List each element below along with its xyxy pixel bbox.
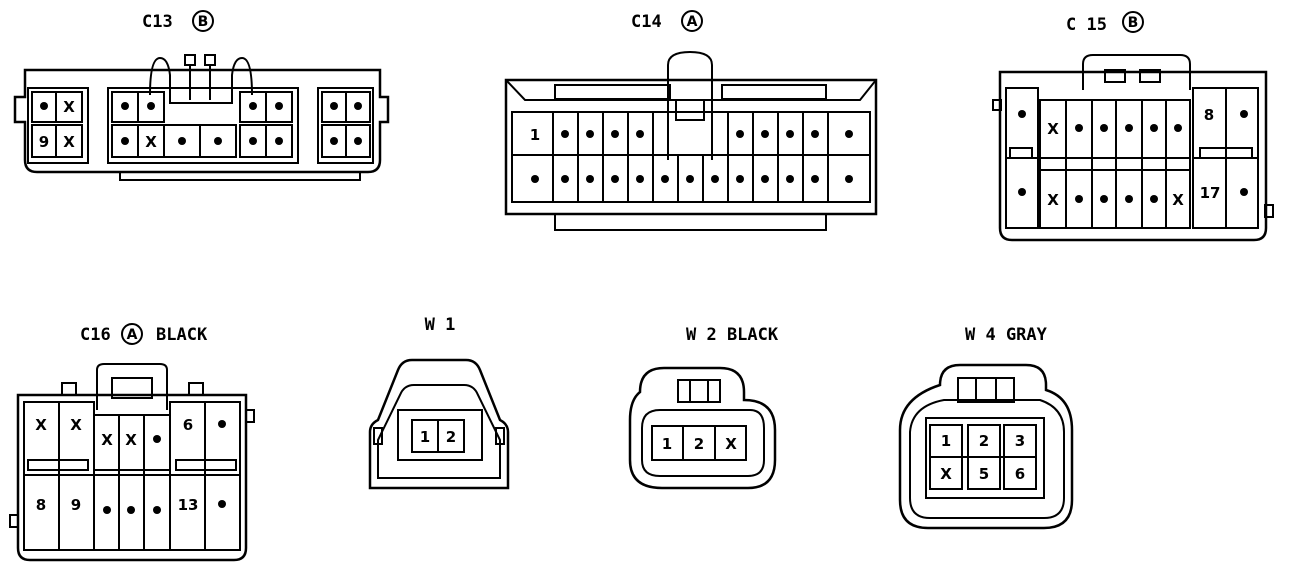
c14-pin-grid [511, 111, 871, 203]
c13-circle-letter: B [198, 14, 209, 30]
w2-label: W 2 BLACK [686, 325, 779, 345]
w2-pin-1: 1 [662, 435, 672, 453]
c15-pin-8: 8 [1204, 106, 1214, 124]
c16-label: C16 [80, 325, 111, 345]
c13-pin-9: 9 [39, 133, 49, 151]
w4-pin-6: 6 [1015, 465, 1025, 483]
c14-circle-letter: A [687, 14, 698, 30]
connector-w4: W 4 GRAY 1 2 3 X 5 6 [898, 325, 1074, 530]
w1-label: W 1 [425, 315, 456, 335]
w4-pin-2: 2 [979, 432, 989, 450]
c16-pin-13: 13 [178, 496, 199, 514]
c16-pin-8: 8 [36, 496, 46, 514]
connector-w2: W 2 BLACK 1 2 X [628, 325, 779, 490]
w1-pin-1: 1 [420, 428, 430, 446]
c13-circle-icon [192, 10, 214, 32]
connector-c15: C 15 B X 8 X X 17 [992, 11, 1274, 242]
c16-circle-letter: A [127, 327, 138, 343]
w4-pin-3: 3 [1015, 432, 1025, 450]
svg-text:X: X [35, 416, 47, 434]
c14-body [504, 78, 878, 216]
w4-body [898, 363, 1074, 530]
c14-pin-1: 1 [530, 126, 540, 144]
w2-pin-3: X [725, 435, 737, 453]
c15-body [998, 70, 1268, 242]
svg-text:X: X [70, 416, 82, 434]
c16-pin-9: 9 [71, 496, 81, 514]
w1-body [368, 358, 510, 490]
svg-text:X: X [1172, 191, 1184, 209]
w2-body [628, 366, 777, 490]
c14-label: C14 [631, 12, 662, 32]
c16-circle-icon [121, 323, 143, 345]
connector-c13: C13 B X 9 X X [13, 10, 390, 181]
svg-text:X: X [1047, 120, 1059, 138]
svg-text:X: X [125, 431, 137, 449]
svg-text:X: X [101, 431, 113, 449]
svg-text:X: X [63, 133, 75, 151]
w4-label: W 4 GRAY [965, 325, 1048, 345]
c15-circle-icon [1122, 11, 1144, 33]
connector-c16: C16 A BLACK X X X X 6 8 9 13 [9, 323, 255, 562]
w4-pin-1: 1 [941, 432, 951, 450]
c15-circle-letter: B [1128, 15, 1139, 31]
c13-label: C13 [142, 12, 173, 32]
svg-text:X: X [145, 133, 157, 151]
c16-body [16, 393, 248, 562]
w2-pin-2: 2 [694, 435, 704, 453]
svg-text:X: X [63, 98, 75, 116]
c13-pin-grid: X 9 X X [31, 91, 371, 158]
w1-pin-2: 2 [446, 428, 456, 446]
connector-c14: C14 A 1 [504, 10, 878, 231]
c14-circle-icon [681, 10, 703, 32]
c16-color: BLACK [156, 325, 208, 345]
c16-pin-6: 6 [183, 416, 193, 434]
svg-text:X: X [1047, 191, 1059, 209]
w4-pin-4: X [940, 465, 952, 483]
connector-w1: W 1 1 2 [368, 315, 510, 490]
c13-body [13, 68, 390, 174]
c15-label: C 15 [1066, 15, 1107, 35]
w4-pin-5: 5 [979, 465, 989, 483]
c15-pin-17: 17 [1200, 184, 1221, 202]
